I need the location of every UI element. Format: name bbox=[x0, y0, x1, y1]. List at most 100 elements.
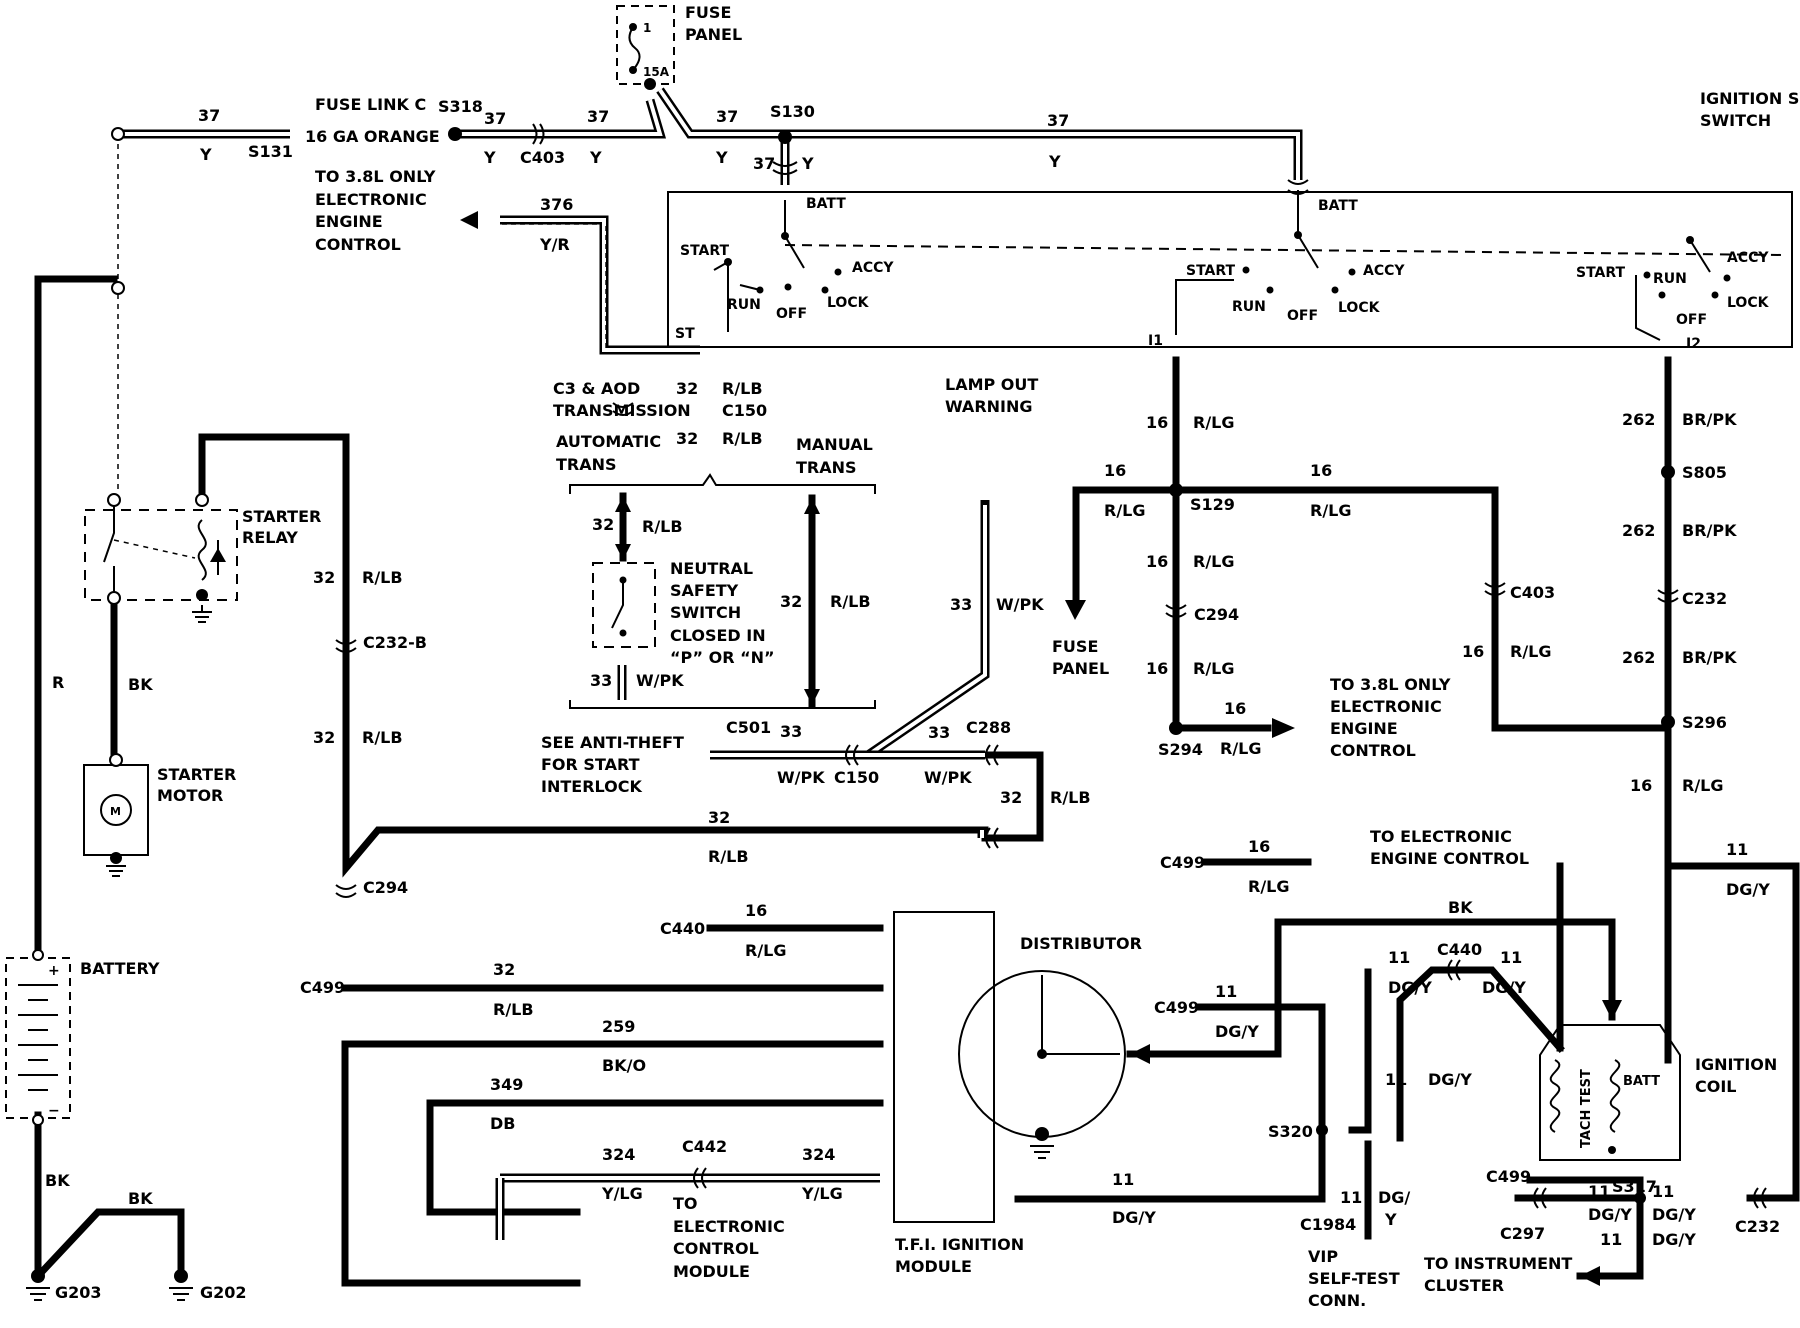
label-connectors-s317: S317 bbox=[1612, 1177, 1657, 1196]
label-colors-y: Y bbox=[483, 148, 496, 167]
label-colors-dgy: DG/Y bbox=[1215, 1022, 1259, 1041]
label-switch_labels-start: START bbox=[1576, 265, 1626, 281]
label-connectors-c150b: C150 bbox=[834, 768, 879, 787]
label-circuits-c11: 11 bbox=[1600, 1230, 1622, 1249]
label-connectors-g203: G203 bbox=[55, 1283, 102, 1302]
label-switch_labels-off: OFF bbox=[776, 306, 807, 322]
wire-16-rlg-top bbox=[1072, 486, 1672, 732]
label-components-vip-l3: CONN. bbox=[1308, 1291, 1366, 1310]
label-components-battery-neg: − bbox=[48, 1103, 60, 1119]
label-colors-brpk: BR/PK bbox=[1682, 410, 1737, 429]
label-circuits-c32: 32 bbox=[708, 808, 730, 827]
label-colors-db: DB bbox=[490, 1114, 515, 1133]
label-colors-rlg: R/LG bbox=[1310, 501, 1352, 520]
label-circuits-c37: 37 bbox=[198, 106, 220, 125]
label-colors-rlg: R/LG bbox=[1248, 877, 1290, 896]
wire-bk-dist-2 bbox=[1126, 918, 1282, 1058]
label-circuits-c11: 11 bbox=[1726, 840, 1748, 859]
wire-bk-g202 bbox=[33, 1208, 185, 1281]
label-colors-bk: BK bbox=[128, 1189, 153, 1208]
label-circuits-c11: 11 bbox=[1588, 1182, 1610, 1201]
label-circuits-c16: 16 bbox=[1104, 461, 1126, 480]
label-switch_labels-batt: BATT bbox=[806, 196, 846, 212]
label-connectors-c294a: C294 bbox=[363, 878, 408, 897]
label-colors-dgy: DG/Y bbox=[1428, 1070, 1472, 1089]
label-circuits-c32: 32 bbox=[780, 592, 802, 611]
label-notes-to_eec-1: ENGINE CONTROL bbox=[1370, 849, 1529, 868]
label-components-neutral_switch-l4: CLOSED IN bbox=[670, 626, 766, 645]
label-colors-rlg: R/LG bbox=[1193, 413, 1235, 432]
neutral-safety-switch bbox=[592, 562, 656, 648]
label-colors-y: Y bbox=[1048, 152, 1061, 171]
label-notes-to_ecm-3: MODULE bbox=[673, 1262, 750, 1281]
wire-32-c288 bbox=[981, 751, 1044, 842]
label-notes-to38_a-1: ELECTRONIC bbox=[315, 190, 427, 209]
distributor-label: DISTRIBUTOR bbox=[1020, 934, 1142, 953]
label-circuits-c11: 11 bbox=[1500, 948, 1522, 967]
label-notes-to_ecm-2: CONTROL bbox=[673, 1239, 759, 1258]
label-connectors-s320: S320 bbox=[1268, 1122, 1313, 1141]
label-notes-lamp_out-0: LAMP OUT bbox=[945, 375, 1038, 394]
label-circuits-c33: 33 bbox=[780, 722, 802, 741]
label-components-neutral_switch-l3: SWITCH bbox=[670, 603, 741, 622]
label-switch_labels-accy: ACCY bbox=[1363, 263, 1405, 279]
grounds bbox=[26, 1269, 193, 1301]
label-colors-brpk: BR/PK bbox=[1682, 521, 1737, 540]
label-notes-auto_trans-0: AUTOMATIC bbox=[556, 432, 661, 451]
starter-relay bbox=[84, 493, 238, 623]
label-notes-manual_trans-0: MANUAL bbox=[796, 435, 873, 454]
label-colors-rlb: R/LB bbox=[642, 517, 683, 536]
fuse-panel-top bbox=[616, 5, 675, 90]
label-connectors-s296: S296 bbox=[1682, 713, 1727, 732]
label-circuits-c16: 16 bbox=[1146, 552, 1168, 571]
c403a-label: C403 bbox=[520, 148, 565, 167]
label-switch_labels-lock: LOCK bbox=[1338, 300, 1381, 316]
label-colors-rlb: R/LB bbox=[830, 592, 871, 611]
label-circuits-c32: 32 bbox=[592, 515, 614, 534]
label-notes-to_cluster-0: TO INSTRUMENT bbox=[1424, 1254, 1572, 1273]
s131-label: S131 bbox=[248, 142, 293, 161]
label-connectors-c499b: C499 bbox=[300, 978, 345, 997]
label-colors-bk: BK bbox=[1448, 898, 1473, 917]
label-notes-to38_a-3: CONTROL bbox=[315, 235, 401, 254]
label-notes-c3aod-1: TRANSMISSION bbox=[553, 401, 691, 420]
label-switch_labels-off: OFF bbox=[1676, 312, 1707, 328]
label-colors-bko: BK/O bbox=[602, 1056, 646, 1075]
label-colors-rlg: R/LG bbox=[1193, 552, 1235, 571]
label-connectors-c499d: C499 bbox=[1486, 1167, 1531, 1186]
label-connectors-c232c: C232 bbox=[1735, 1217, 1780, 1236]
label-components-starter_motor-symbol: M bbox=[110, 805, 121, 818]
ignition-coil bbox=[1539, 1024, 1681, 1161]
starter-motor-label-1: STARTER bbox=[157, 765, 236, 784]
wire-11-c499 bbox=[1196, 1003, 1326, 1134]
label-connectors-c294b: C294 bbox=[1194, 605, 1239, 624]
label-colors-rlg: R/LG bbox=[1104, 501, 1146, 520]
label-switch_labels-run: RUN bbox=[727, 297, 761, 313]
label-components-neutral_switch-l5: “P” OR “N” bbox=[670, 648, 775, 667]
label-colors-rlb: R/LB bbox=[708, 847, 749, 866]
label-switch_labels-run: RUN bbox=[1653, 271, 1687, 287]
label-circuits-c11: 11 bbox=[1340, 1188, 1362, 1207]
label-circuits-c11: 11 bbox=[1388, 948, 1410, 967]
label-notes-to38_a-2: ENGINE bbox=[315, 212, 383, 231]
label-circuits-c37: 37 bbox=[587, 107, 609, 126]
label-circuits-c32: 32 bbox=[313, 568, 335, 587]
label-notes-anti_theft-2: INTERLOCK bbox=[541, 777, 642, 796]
label-colors-wpk: W/PK bbox=[777, 768, 825, 787]
ignition-switch-title-2: SWITCH bbox=[1700, 111, 1771, 130]
label-components-neutral_switch-l1: NEUTRAL bbox=[670, 559, 753, 578]
label-notes-to38_a-0: TO 3.8L ONLY bbox=[315, 167, 436, 186]
label-components-battery-pos: + bbox=[48, 963, 60, 979]
label-colors-dg: DG/ bbox=[1378, 1188, 1410, 1207]
ignition-switch-title: IGNITION SWITCH bbox=[1700, 89, 1800, 108]
label-circuits-c16: 16 bbox=[745, 901, 767, 920]
label-notes-to38_b-3: CONTROL bbox=[1330, 741, 1416, 760]
label-circuits-c37: 37 bbox=[1047, 111, 1069, 130]
label-colors-bk: BK bbox=[128, 675, 153, 694]
label-colors-rlb: R/LB bbox=[722, 429, 763, 448]
label-components-vip-l1: VIP bbox=[1308, 1247, 1338, 1266]
fuse-panel-top-label-1: FUSE bbox=[685, 3, 731, 22]
label-notes-fuse_panel_right-1: PANEL bbox=[1052, 659, 1109, 678]
label-colors-y: Y bbox=[801, 154, 814, 173]
